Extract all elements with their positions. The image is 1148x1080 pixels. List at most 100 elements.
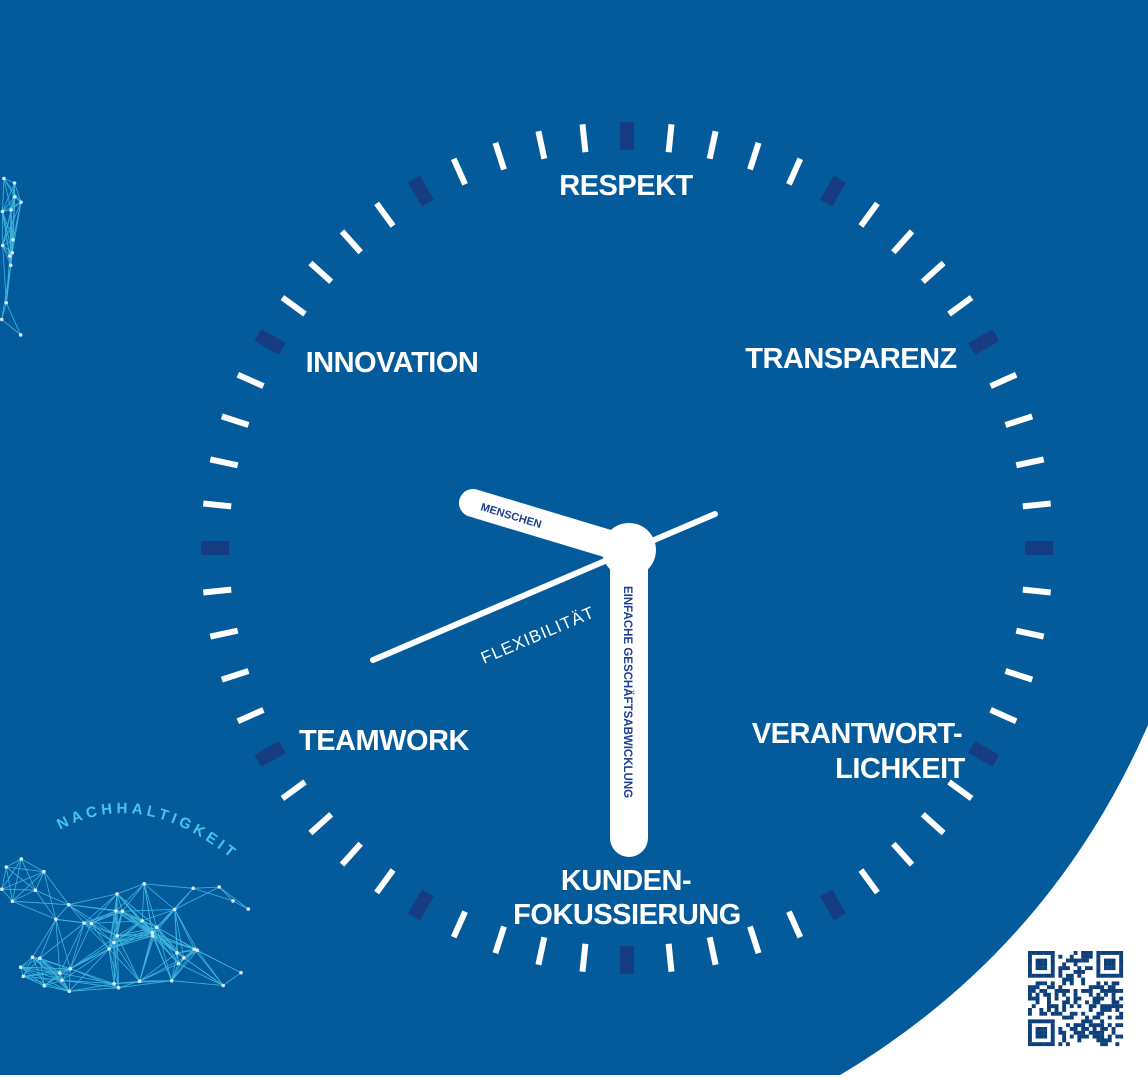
value-label-respekt: RESPEKT xyxy=(559,170,693,202)
qr-module xyxy=(1028,951,1032,955)
qr-module xyxy=(1108,1035,1112,1039)
qr-module xyxy=(1028,1012,1032,1016)
value-label-transparenz: TRANSPARENZ xyxy=(745,343,956,375)
qr-module xyxy=(1096,981,1100,985)
network-node xyxy=(140,919,144,923)
qr-module xyxy=(1108,962,1112,966)
network-node xyxy=(193,947,197,951)
network-node xyxy=(151,934,155,938)
network-node xyxy=(54,918,58,922)
qr-module xyxy=(1119,974,1123,978)
qr-module xyxy=(1108,1004,1112,1008)
qr-module xyxy=(1074,951,1078,955)
qr-module xyxy=(1077,966,1081,970)
qr-module xyxy=(1096,1035,1100,1039)
qr-module xyxy=(1066,997,1070,1001)
qr-module xyxy=(1074,962,1078,966)
qr-module xyxy=(1051,1019,1055,1023)
qr-module xyxy=(1055,1008,1059,1012)
value-label-teamwork: TEAMWORK xyxy=(299,725,470,757)
minute-hand-label: EINFACHE GESCHÄFTSABWICKLUNG xyxy=(621,586,634,798)
qr-module xyxy=(1081,1031,1085,1035)
qr-module xyxy=(1058,1027,1062,1031)
qr-module xyxy=(1043,951,1047,955)
qr-module xyxy=(1100,1023,1104,1027)
network-node xyxy=(142,882,146,886)
qr-module xyxy=(1047,974,1051,978)
qr-module xyxy=(1093,1023,1097,1027)
qr-module xyxy=(1074,1000,1078,1004)
qr-module xyxy=(1089,966,1093,970)
network-node xyxy=(155,925,159,929)
qr-module xyxy=(1104,989,1108,993)
network-node xyxy=(11,251,15,255)
qr-module xyxy=(1043,981,1047,985)
qr-module xyxy=(1055,989,1059,993)
qr-module xyxy=(1074,989,1078,993)
qr-module xyxy=(1112,1031,1116,1035)
qr-module xyxy=(1089,993,1093,997)
qr-module xyxy=(1036,959,1040,963)
network-node xyxy=(5,865,9,869)
qr-module xyxy=(1096,955,1100,959)
qr-module xyxy=(1085,1027,1089,1031)
network-node xyxy=(19,965,23,969)
qr-module xyxy=(1039,962,1043,966)
qr-module xyxy=(1039,1012,1043,1016)
qr-module xyxy=(1119,962,1123,966)
qr-module xyxy=(1115,951,1119,955)
network-node xyxy=(34,888,38,892)
qr-module xyxy=(1051,962,1055,966)
qr-module xyxy=(1039,1035,1043,1039)
qr-module xyxy=(1043,962,1047,966)
qr-module xyxy=(1096,985,1100,989)
network-node xyxy=(67,903,71,907)
qr-module xyxy=(1093,1035,1097,1039)
qr-module xyxy=(1119,1016,1123,1020)
network-node xyxy=(0,318,4,322)
qr-module xyxy=(1081,1019,1085,1023)
qr-module xyxy=(1100,1008,1104,1012)
qr-module xyxy=(1096,1000,1100,1004)
qr-module xyxy=(1062,989,1066,993)
network-node xyxy=(69,967,73,971)
qr-module xyxy=(1028,997,1032,1001)
qr-module xyxy=(1039,1019,1043,1023)
network-node xyxy=(217,885,221,889)
qr-module xyxy=(1108,989,1112,993)
qr-module xyxy=(1039,989,1043,993)
qr-module xyxy=(1043,993,1047,997)
qr-module xyxy=(1070,1016,1074,1020)
network-node xyxy=(22,975,26,979)
qr-module xyxy=(1043,1035,1047,1039)
network-node xyxy=(107,947,111,951)
network-node xyxy=(5,301,9,305)
qr-module xyxy=(1100,989,1104,993)
qr-module xyxy=(1051,1027,1055,1031)
qr-module xyxy=(1119,1012,1123,1016)
qr-module xyxy=(1043,1019,1047,1023)
qr-module xyxy=(1028,1042,1032,1046)
network-node xyxy=(221,984,225,988)
qr-module xyxy=(1093,997,1097,1001)
qr-module xyxy=(1028,993,1032,997)
qr-module xyxy=(1070,955,1074,959)
qr-module xyxy=(1028,1008,1032,1012)
qr-module xyxy=(1081,1027,1085,1031)
network-node xyxy=(11,238,15,242)
qr-module xyxy=(1093,1027,1097,1031)
qr-module xyxy=(1074,1027,1078,1031)
qr-module xyxy=(1028,970,1032,974)
qr-module xyxy=(1028,1023,1032,1027)
qr-module xyxy=(1070,1004,1074,1008)
qr-module xyxy=(1093,1004,1097,1008)
qr-module xyxy=(1039,1008,1043,1012)
network-node xyxy=(170,979,174,983)
qr-module xyxy=(1066,1023,1070,1027)
qr-module xyxy=(1036,985,1040,989)
minute-tick xyxy=(583,944,586,972)
qr-module xyxy=(1028,955,1032,959)
qr-module xyxy=(1058,966,1062,970)
